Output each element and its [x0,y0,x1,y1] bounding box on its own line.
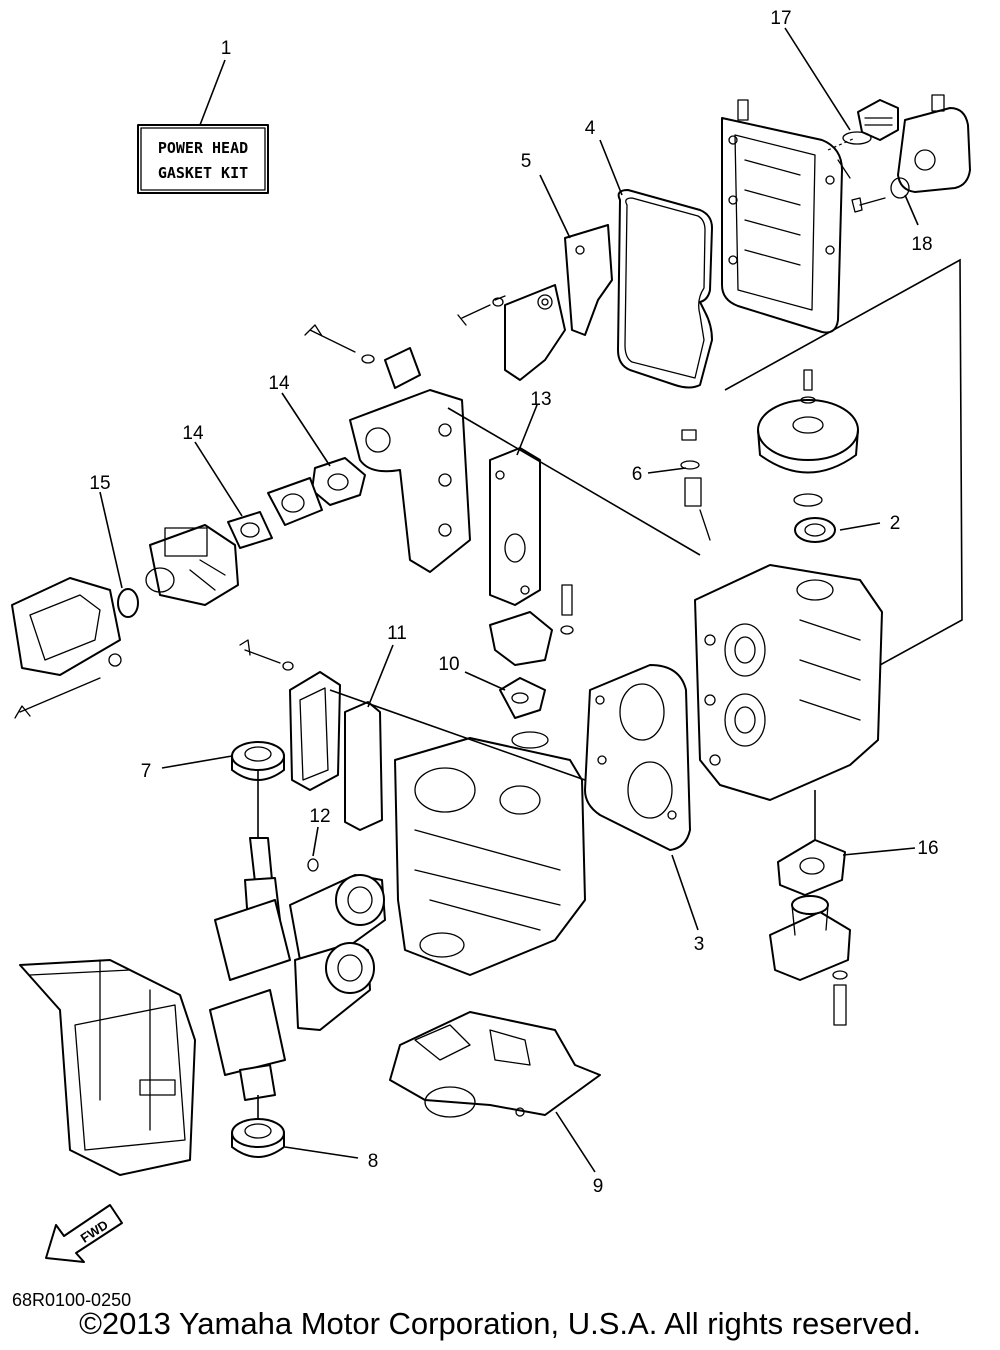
oil-seals [231,741,285,1158]
callout-6: 6 [632,464,643,485]
callout-3: 3 [694,934,705,955]
callout-7: 7 [141,761,152,782]
lower-bracket [19,959,196,1176]
intake-gaskets [227,457,366,549]
callout-8: 8 [368,1151,379,1172]
intake-silencer [11,577,122,719]
callout-5: 5 [521,151,532,172]
callout-11: 11 [387,623,407,644]
callout-16: 16 [917,838,938,859]
callout-4: 4 [585,118,596,139]
cylinder-block [680,429,883,801]
fwd-arrow-icon: FWD [45,1204,123,1263]
crankcase [394,584,586,976]
callout-10: 10 [438,654,459,675]
head-cover-assembly [721,94,971,334]
crankcase-gasket [389,1011,601,1118]
callout-14b: 14 [182,423,204,444]
cover-plate [457,224,613,381]
callout-2: 2 [890,513,901,534]
head-cover-gasket [617,189,713,389]
carburetor [117,524,239,618]
callout-15: 15 [89,473,110,494]
reference-lines [257,258,963,1120]
kit-label-line1: POWER HEAD [158,139,248,157]
crankshaft-pistons [209,837,386,1101]
callout-14a: 14 [268,373,290,394]
callout-12: 12 [309,806,330,827]
callout-numbers: 1 2 3 4 5 6 7 8 9 10 11 12 13 14 14 15 1… [89,8,938,1197]
copyright-notice: ©2013 Yamaha Motor Corporation, U.S.A. A… [79,1306,921,1341]
diagram-code: 68R0100-0250 [12,1290,132,1310]
callout-1: 1 [221,38,232,59]
callout-13: 13 [530,389,551,410]
cylinder-head-gasket [584,664,691,851]
flywheel [757,369,859,543]
gasket-kit-box: POWER HEAD GASKET KIT [137,124,269,194]
callout-17: 17 [770,8,791,29]
callout-9: 9 [593,1176,604,1197]
lower-water-pump [769,839,851,1026]
callout-leaders [99,27,919,1173]
kit-label-line2: GASKET KIT [158,164,248,182]
exhaust-cover [239,639,383,831]
exhaust-manifold [304,324,541,606]
callout-18: 18 [911,234,932,255]
